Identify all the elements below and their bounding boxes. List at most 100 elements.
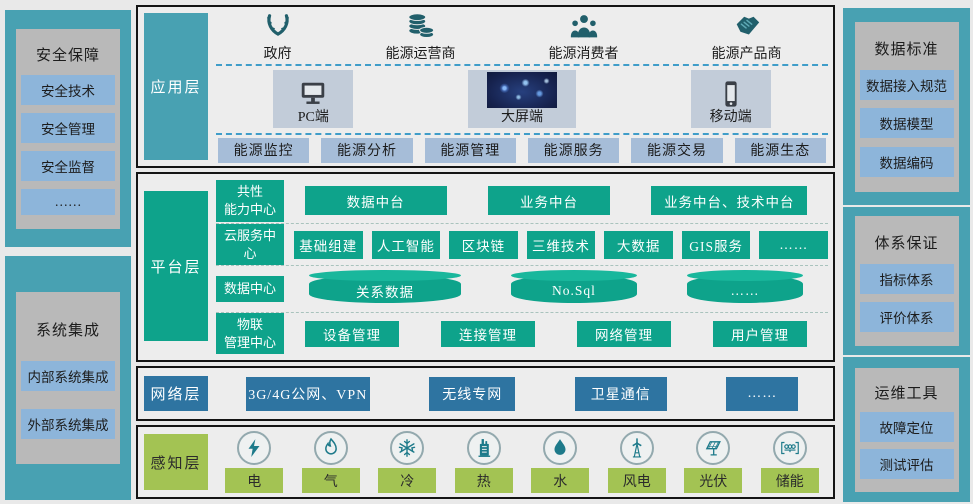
panel-item: 内部系统集成 bbox=[21, 360, 115, 391]
platform-box: 业务中台 bbox=[487, 186, 610, 216]
dashed-separator bbox=[216, 265, 828, 267]
panel-item: 外部系统集成 bbox=[21, 409, 115, 440]
system-integration-panel: 系统集成 内部系统集成 外部系统集成 bbox=[5, 256, 131, 500]
platform-box: 数据中台 bbox=[304, 186, 447, 216]
platform-layer-content: 共性 能力中心 数据中台 业务中台 业务中台、技术中台 云服务中心 基础组建 人… bbox=[216, 179, 829, 355]
perception-water: 水 bbox=[531, 431, 590, 493]
panel-title: 体系保证 bbox=[874, 236, 939, 253]
panel-item: 安全监督 bbox=[21, 150, 115, 181]
perception-cooling: 冷 bbox=[378, 431, 437, 493]
perception-layer-content: 电 气 冷 热 bbox=[216, 427, 828, 497]
panel-title: 运维工具 bbox=[874, 386, 939, 403]
actor-energy-operator: 能源运营商 bbox=[386, 12, 456, 63]
cylinder-label: …… bbox=[730, 282, 760, 298]
terminal-pc: PC端 bbox=[273, 70, 354, 129]
laurel-icon bbox=[266, 14, 289, 36]
perception-label: 水 bbox=[531, 468, 590, 493]
app-box: 能源服务 bbox=[527, 137, 620, 163]
panel-body: 运维工具 故障定位 测试评估 bbox=[854, 367, 959, 492]
panel-item: 安全管理 bbox=[21, 112, 115, 143]
app-box: 能源生态 bbox=[734, 137, 826, 163]
terminal-mobile: 移动端 bbox=[690, 70, 771, 129]
perception-storage: 储能 bbox=[760, 431, 819, 493]
actor-energy-producer: 能源产品商 bbox=[712, 12, 782, 63]
platform-box: 业务中台、技术中台 bbox=[651, 186, 808, 216]
terminal-label: PC端 bbox=[297, 110, 329, 126]
terminal-bigscreen: 大屏端 bbox=[467, 70, 576, 129]
icon-circle bbox=[313, 431, 348, 465]
application-layer-section: 应用层 政府 能源运营商 bbox=[136, 5, 835, 168]
panel-item: 指标体系 bbox=[859, 263, 954, 294]
panel-item: 数据模型 bbox=[859, 108, 954, 139]
phone-icon bbox=[725, 81, 737, 107]
panel-item: 安全技术 bbox=[21, 75, 115, 106]
actor-label: 能源消费者 bbox=[548, 46, 619, 62]
platform-box: 区块链 bbox=[449, 230, 518, 259]
application-layer-content: 政府 能源运营商 bbox=[216, 7, 828, 166]
row-head: 共性 能力中心 bbox=[216, 180, 284, 222]
users-icon bbox=[570, 15, 597, 38]
terminal-label: 大屏端 bbox=[500, 110, 543, 126]
perception-electricity: 电 bbox=[225, 431, 284, 493]
icon-circle bbox=[466, 431, 501, 465]
app-box: 能源管理 bbox=[424, 137, 516, 163]
perception-label: 冷 bbox=[378, 468, 437, 493]
bigscreen-image bbox=[486, 72, 557, 109]
platform-row-data-center: 数据中心 关系数据 No.Sql …… bbox=[216, 266, 828, 312]
icon-circle bbox=[619, 431, 654, 465]
platform-box: …… bbox=[759, 230, 829, 259]
coins-icon bbox=[407, 13, 434, 38]
perception-label: 电 bbox=[225, 468, 284, 493]
dashed-separator bbox=[216, 63, 828, 66]
network-box: …… bbox=[726, 376, 799, 411]
platform-box: 连接管理 bbox=[441, 320, 535, 347]
app-box: 能源交易 bbox=[631, 137, 723, 163]
network-box: 无线专网 bbox=[429, 376, 516, 411]
perception-label: 储能 bbox=[760, 468, 819, 493]
boiler-icon bbox=[478, 439, 490, 457]
panel-body: 安全保障 安全技术 安全管理 安全监督 …… bbox=[16, 28, 120, 229]
perception-heat: 热 bbox=[454, 431, 513, 493]
system-guarantee-panel: 体系保证 指标体系 评价体系 bbox=[843, 207, 970, 355]
platform-row-iot-management: 物联 管理中心 设备管理 连接管理 网络管理 用户管理 bbox=[216, 313, 828, 355]
data-standards-panel: 数据标准 数据接入规范 数据模型 数据编码 bbox=[843, 8, 970, 205]
platform-box: 大数据 bbox=[604, 230, 673, 259]
icon-circle bbox=[772, 431, 807, 465]
platform-row-cloud-services: 云服务中心 基础组建 人工智能 区块链 三维技术 大数据 GIS服务 …… bbox=[216, 223, 829, 266]
panel-item: 故障定位 bbox=[859, 412, 954, 442]
row-head: 云服务中心 bbox=[216, 223, 284, 266]
snowflake-icon bbox=[399, 439, 416, 457]
platform-box: 三维技术 bbox=[526, 230, 596, 259]
icon-circle bbox=[543, 431, 578, 465]
platform-box: 人工智能 bbox=[371, 230, 441, 259]
row-head: 数据中心 bbox=[216, 275, 284, 302]
handshake-icon bbox=[736, 16, 759, 35]
security-assurance-panel: 安全保障 安全技术 安全管理 安全监督 …… bbox=[5, 10, 131, 247]
platform-box: 基础组建 bbox=[294, 230, 363, 259]
perception-items: 电 气 冷 热 bbox=[216, 431, 828, 493]
panel-item: 评价体系 bbox=[859, 301, 954, 332]
icon-circle bbox=[696, 431, 731, 465]
cylinder-label: No.Sql bbox=[552, 282, 596, 298]
panel-title: 安全保障 bbox=[35, 48, 100, 65]
apps-row: 能源监控 能源分析 能源管理 能源服务 能源交易 能源生态 bbox=[216, 135, 828, 166]
row-items: 设备管理 连接管理 网络管理 用户管理 bbox=[284, 320, 828, 347]
perception-solar: 光伏 bbox=[684, 431, 743, 493]
perception-gas: 气 bbox=[301, 431, 360, 493]
perception-label: 光伏 bbox=[684, 468, 743, 493]
panel-body: 系统集成 内部系统集成 外部系统集成 bbox=[16, 292, 120, 464]
dashed-separator bbox=[216, 132, 828, 135]
platform-layer-label: 平台层 bbox=[144, 191, 208, 341]
dashed-separator bbox=[216, 311, 828, 313]
platform-box: 用户管理 bbox=[713, 320, 807, 347]
actor-government: 政府 bbox=[263, 12, 293, 63]
network-layer-content: 3G/4G公网、VPN 无线专网 卫星通信 …… bbox=[216, 368, 828, 419]
database-cylinder: No.Sql bbox=[511, 269, 637, 303]
ops-tools-panel: 运维工具 故障定位 测试评估 bbox=[843, 357, 970, 502]
coil-icon bbox=[780, 441, 799, 455]
platform-box: GIS服务 bbox=[681, 230, 751, 259]
perception-label: 气 bbox=[301, 468, 360, 493]
network-box: 3G/4G公网、VPN bbox=[245, 376, 370, 411]
panel-title: 数据标准 bbox=[874, 42, 939, 59]
solar-panel-icon bbox=[706, 441, 722, 456]
